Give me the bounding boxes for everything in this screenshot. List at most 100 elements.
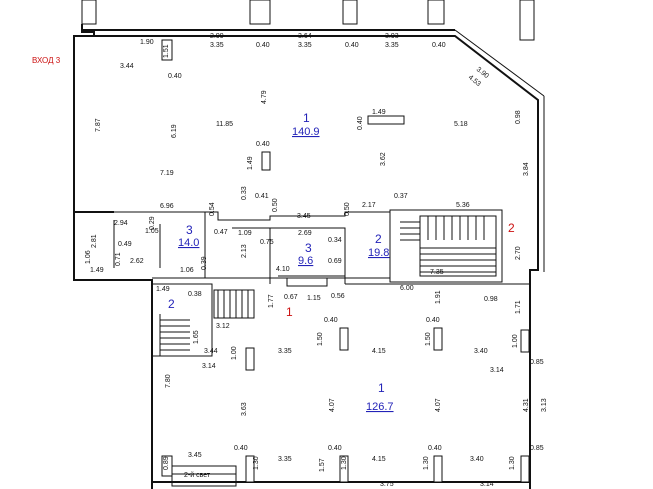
svg-text:1.49: 1.49	[90, 267, 104, 274]
pillars	[161, 39, 530, 483]
svg-text:3.35: 3.35	[210, 42, 224, 49]
svg-text:3.45: 3.45	[188, 452, 202, 459]
svg-text:3.84: 3.84	[523, 162, 530, 176]
svg-text:2.94: 2.94	[114, 220, 128, 227]
svg-text:4.31: 4.31	[523, 398, 530, 412]
svg-text:0.39: 0.39	[201, 256, 208, 270]
svg-text:1.49: 1.49	[247, 156, 254, 170]
svg-text:1.30: 1.30	[509, 456, 516, 470]
svg-text:1.49: 1.49	[372, 109, 386, 116]
svg-text:0.41: 0.41	[255, 193, 269, 200]
svg-text:3.14: 3.14	[202, 363, 216, 370]
svg-text:3.45: 3.45	[297, 213, 311, 220]
room-3-mid-area: 9.6	[298, 255, 313, 267]
svg-text:3.13: 3.13	[541, 398, 548, 412]
room-3-mid-number: 3	[305, 241, 312, 255]
svg-text:6.96: 6.96	[160, 203, 174, 210]
svg-text:4.10: 4.10	[276, 266, 290, 273]
svg-text:5.18: 5.18	[454, 121, 468, 128]
svg-text:5.36: 5.36	[456, 202, 470, 209]
svg-text:0.98: 0.98	[515, 110, 522, 124]
svg-text:3.14: 3.14	[490, 367, 504, 374]
svg-text:3.64: 3.64	[298, 33, 312, 40]
svg-text:1.06: 1.06	[180, 267, 194, 274]
interior-walls	[74, 211, 530, 287]
marker-2: 2	[508, 221, 515, 235]
room-2-mid-number: 2	[375, 232, 382, 246]
svg-text:0.85: 0.85	[530, 359, 544, 366]
svg-text:1.00: 1.00	[512, 334, 519, 348]
svg-text:0.69: 0.69	[328, 258, 342, 265]
svg-text:3.12: 3.12	[216, 323, 230, 330]
svg-text:2.69: 2.69	[298, 230, 312, 237]
right-stair	[389, 209, 503, 283]
svg-text:0.40: 0.40	[324, 317, 338, 324]
svg-text:4.15: 4.15	[372, 456, 386, 463]
svg-text:0.54: 0.54	[209, 202, 216, 216]
svg-text:7.19: 7.19	[160, 170, 174, 177]
svg-text:0.67: 0.67	[284, 294, 298, 301]
svg-text:7.80: 7.80	[165, 374, 172, 388]
svg-text:3.62: 3.62	[380, 152, 387, 166]
svg-text:0.40: 0.40	[357, 116, 364, 130]
outer-walls	[73, 24, 545, 489]
svg-text:3.93: 3.93	[385, 33, 399, 40]
svg-text:0.75: 0.75	[260, 239, 274, 246]
svg-text:2.62: 2.62	[130, 258, 144, 265]
svg-text:0.40: 0.40	[168, 73, 182, 80]
exit-label: 2-й свет	[184, 471, 211, 479]
top-columns	[81, 0, 535, 41]
svg-text:0.98: 0.98	[484, 296, 498, 303]
svg-text:3.35: 3.35	[278, 456, 292, 463]
svg-text:7.87: 7.87	[95, 118, 102, 132]
svg-text:0.40: 0.40	[256, 42, 270, 49]
svg-text:0.40: 0.40	[234, 445, 248, 452]
svg-text:1.71: 1.71	[515, 300, 522, 314]
room-labels: 1 140.9 3 14.0 3 9.6 2 19.8 1 126.7 2 2 …	[32, 56, 515, 479]
svg-text:7.35: 7.35	[430, 269, 444, 276]
svg-text:1.05: 1.05	[145, 228, 159, 235]
svg-text:2.81: 2.81	[91, 234, 98, 248]
svg-text:0.47: 0.47	[214, 229, 228, 236]
exit-block	[171, 465, 237, 487]
svg-text:2.13: 2.13	[241, 244, 248, 258]
svg-text:0.40: 0.40	[428, 445, 442, 452]
svg-text:0.38: 0.38	[188, 291, 202, 298]
svg-text:3.35: 3.35	[385, 42, 399, 49]
svg-text:1.50: 1.50	[425, 332, 432, 346]
room-3-left-number: 3	[186, 223, 193, 237]
svg-text:3.40: 3.40	[470, 456, 484, 463]
entrance-label: ВХОД 3	[32, 56, 61, 65]
svg-text:0.33: 0.33	[241, 186, 248, 200]
svg-text:3.44: 3.44	[120, 63, 134, 70]
svg-text:3.44: 3.44	[204, 348, 218, 355]
svg-text:1.30: 1.30	[341, 456, 348, 470]
svg-text:1.50: 1.50	[317, 332, 324, 346]
svg-text:4.07: 4.07	[435, 398, 442, 412]
room-1-top-number: 1	[303, 111, 310, 125]
svg-text:3.35: 3.35	[278, 348, 292, 355]
room-2-mid-area: 19.8	[368, 247, 389, 259]
svg-text:3.75: 3.75	[380, 481, 394, 488]
svg-text:0.40: 0.40	[426, 317, 440, 324]
room-2-left-number: 2	[168, 297, 175, 311]
svg-text:2.99: 2.99	[210, 33, 224, 40]
svg-text:1.06: 1.06	[85, 250, 92, 264]
svg-text:0.40: 0.40	[345, 42, 359, 49]
svg-text:1.30: 1.30	[423, 456, 430, 470]
svg-text:6.00: 6.00	[400, 285, 414, 292]
svg-text:0.49: 0.49	[118, 241, 132, 248]
svg-text:3.35: 3.35	[298, 42, 312, 49]
room-1-bottom-area: 126.7	[366, 401, 394, 413]
svg-text:0.50: 0.50	[272, 198, 279, 212]
svg-text:1.77: 1.77	[268, 294, 275, 308]
svg-text:0.50: 0.50	[344, 202, 351, 216]
svg-text:0.40: 0.40	[328, 445, 342, 452]
svg-text:2.70: 2.70	[515, 246, 522, 260]
svg-text:2.17: 2.17	[362, 202, 376, 209]
svg-text:1.30: 1.30	[253, 456, 260, 470]
svg-text:1.57: 1.57	[319, 458, 326, 472]
svg-text:6.19: 6.19	[171, 124, 178, 138]
marker-1: 1	[286, 305, 293, 319]
